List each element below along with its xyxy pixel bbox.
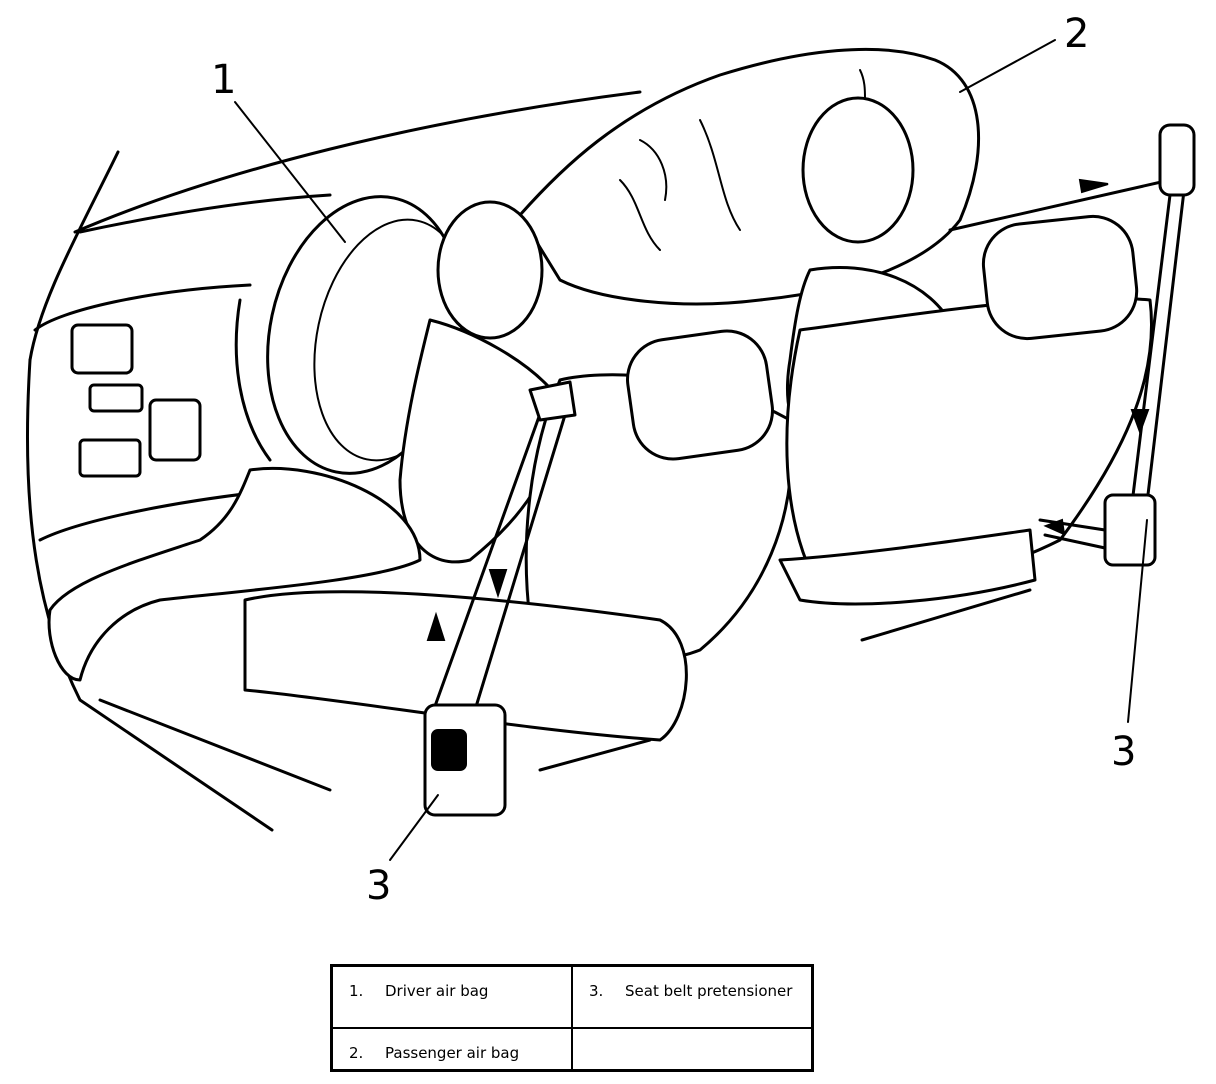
callout-2-leader [959,39,1056,93]
passenger-belt-arrow-down [1130,409,1150,435]
driver-dummy-legs [47,467,422,682]
callout-3-right-label: 3 [1111,729,1137,775]
driver-seat-belt [428,398,567,722]
legend-number: 3. [589,982,604,1000]
door-sill-line [25,358,274,832]
dash-switch-block [148,398,202,462]
driver-dummy-torso [398,318,562,564]
legend-label: Passenger air bag [385,1044,520,1062]
airbag-system-illustration [25,39,1196,861]
windshield-top-line [73,90,642,234]
front-seat-headrest [626,329,774,461]
legend-cell-empty [573,1029,811,1069]
callout-1-leader [234,101,346,243]
callout-3-left-leader [389,794,439,861]
passenger-belt-buckle-strap [1038,518,1107,550]
legend-number: 2. [349,1044,364,1062]
legend-cell: 1. Driver air bag [333,967,573,1029]
callout-1-label: 1 [211,57,237,103]
passenger-dummy-head [801,96,915,244]
passenger-belt-arrow-left [1043,518,1066,536]
callout-3-right-leader [1127,519,1148,723]
legend-number: 1. [349,982,364,1000]
passenger-belt-arrow-right [1078,178,1109,194]
passenger-belt-top-mount [1158,123,1196,197]
driver-pretensioner-detail [431,729,467,771]
driver-dummy-head [436,200,544,340]
legend-label: Seat belt pretensioner [625,982,793,1000]
dash-vent-upper [70,323,134,375]
dash-panel-lower [78,438,142,478]
driver-belt-arrow-up [426,611,446,641]
legend-cell: 2. Passenger air bag [333,1029,573,1069]
floor-line-right [860,588,1032,642]
driver-belt-arrow-down [488,569,508,599]
legend-label: Driver air bag [385,982,489,1000]
passenger-airbag-folds [619,69,871,251]
callout-2-label: 2 [1064,11,1090,57]
legend-table: 1. Driver air bag 3. Seat belt pretensio… [330,964,814,1072]
passenger-belt-pretensioner [1103,493,1157,567]
driver-belt-anchor-top [528,380,577,422]
rear-seat-base [778,528,1037,606]
dash-vent-mid [88,383,144,413]
dashboard-top [78,193,332,234]
rear-seat-headrest [981,214,1139,341]
a-pillar-line [28,150,120,362]
steering-wheel [234,298,272,462]
floor-line-mid [538,738,652,772]
callout-3-left-label: 3 [366,863,392,909]
front-seat-cushion [243,590,688,742]
legend-cell: 3. Seat belt pretensioner [573,967,811,1029]
lower-body-line [98,698,332,792]
